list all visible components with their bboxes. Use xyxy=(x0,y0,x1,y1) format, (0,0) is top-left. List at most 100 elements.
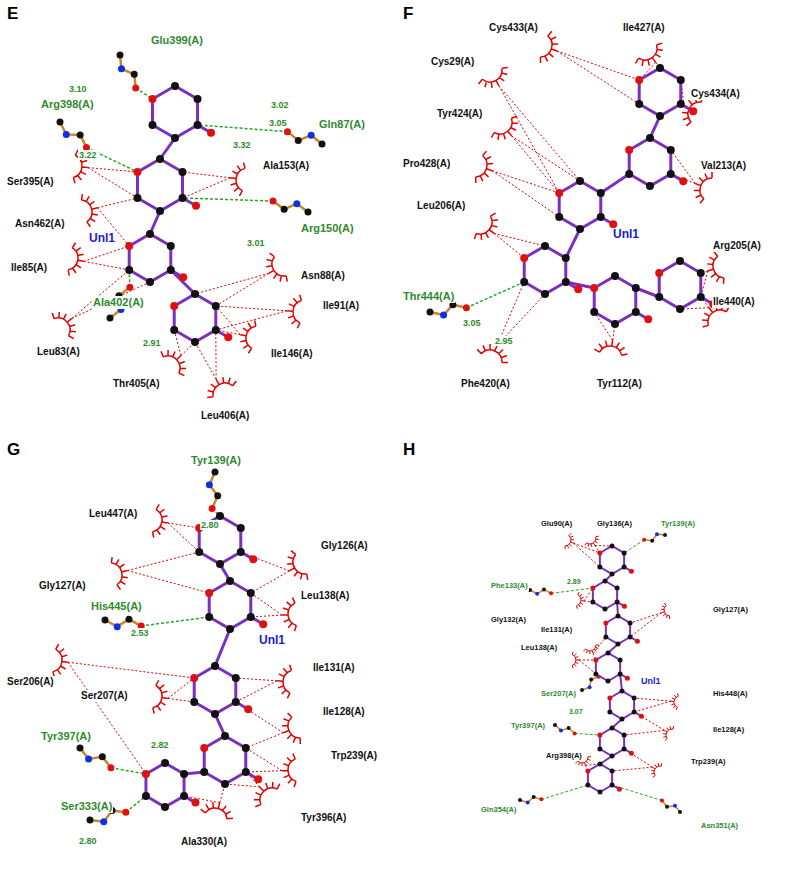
hydrophobic-contact xyxy=(494,233,545,246)
ligand-atom xyxy=(622,551,627,556)
ligand-atom xyxy=(697,269,705,277)
hydrophobic-residue: Ile131(A) xyxy=(540,626,573,635)
hydrophobic-contact xyxy=(573,543,599,567)
hydrophobic-contact xyxy=(72,270,129,318)
ligand-ring xyxy=(204,736,246,784)
hydrophobic-contact xyxy=(84,261,130,270)
hydrophobic-eyelash xyxy=(111,557,127,589)
ligand-atom xyxy=(603,635,608,640)
bond-distance: 2.80 xyxy=(200,520,220,530)
hbond-residue: Tyr139(A) xyxy=(660,520,696,529)
residue-atom xyxy=(463,304,470,311)
ligand-ring xyxy=(209,581,251,629)
ligand-atom xyxy=(639,714,644,719)
hydrophobic-contact xyxy=(499,86,559,193)
hydrophobic-residue: Ala153(A) xyxy=(262,160,310,172)
bond-distance: 2.53 xyxy=(130,628,150,638)
interaction-lines xyxy=(68,51,709,812)
hydrophobic-residue: Ile91(A) xyxy=(322,300,360,312)
hydrophobic-eyelash xyxy=(661,603,670,619)
hydrophobic-eyelash xyxy=(572,652,579,669)
ligand-atom xyxy=(161,759,169,767)
ligand-atom xyxy=(655,293,663,301)
ligand-atom xyxy=(207,129,215,137)
hbond-residue: Phe133(A) xyxy=(490,582,529,591)
ligand-atom xyxy=(597,213,605,221)
hydrophobic-residue: Gly126(A) xyxy=(320,540,369,552)
residue-atom xyxy=(308,132,315,139)
residue-atom xyxy=(305,209,312,216)
hydrophobic-residue: Ile427(A) xyxy=(622,22,666,34)
ligand-atom xyxy=(625,146,633,154)
hydrophobic-eyelash xyxy=(707,252,724,284)
bond-distance: 3.01 xyxy=(246,238,266,248)
ligand-atom xyxy=(607,696,612,701)
ligand-ring xyxy=(152,86,197,138)
ligand-atom xyxy=(606,679,611,684)
ligand-atom xyxy=(259,620,267,628)
ligand-atom xyxy=(632,284,640,292)
residue-atom xyxy=(214,492,221,499)
residue-chain xyxy=(520,797,541,802)
residue-atom xyxy=(284,128,291,135)
hydrophobic-contact xyxy=(241,552,290,571)
ligand-atom xyxy=(615,600,620,605)
residue-atom xyxy=(588,685,592,689)
hydrophobic-residue: Thr405(A) xyxy=(112,378,161,390)
ligand-atom xyxy=(212,326,220,334)
ligand-atom xyxy=(191,290,199,298)
hydrophobic-contact xyxy=(573,543,599,553)
ligand-ring xyxy=(600,728,624,756)
ligand-atom xyxy=(146,230,154,238)
hydrophobic-contact xyxy=(168,678,194,698)
hydrophobic-contact xyxy=(624,730,664,735)
residue-atom xyxy=(655,532,659,536)
ligand-atom xyxy=(597,565,602,570)
ligand-label: Unl1 xyxy=(88,232,116,246)
hydrophobic-eyelash xyxy=(651,763,662,777)
hydrophobic-contact xyxy=(127,552,199,571)
hydrophobic-residue: Leu447(A) xyxy=(88,508,138,520)
hydrogen-bond xyxy=(111,768,146,774)
ligand-atom xyxy=(232,674,240,682)
ligand-ring xyxy=(659,261,701,309)
hbond-residue: Tyr139(A) xyxy=(190,454,242,467)
residue-atom xyxy=(269,198,276,205)
hydrophobic-contact xyxy=(216,273,269,306)
residue-atom xyxy=(85,755,92,762)
hydrophobic-residue: Leu138(A) xyxy=(520,644,558,653)
ligand-atom xyxy=(216,512,224,520)
panel-letter: G xyxy=(6,440,21,460)
bond-distance: 3.05 xyxy=(462,318,482,328)
hbond-residue: Glu399(A) xyxy=(150,34,204,47)
hydrophobic-eyelash xyxy=(694,172,712,203)
ligand-bond xyxy=(215,629,230,666)
ligand-label: Unl1 xyxy=(612,228,640,242)
hydrophobic-contact xyxy=(215,330,216,379)
hydrogen-bond xyxy=(183,198,273,201)
ligand-atom xyxy=(242,744,250,752)
residue-atom xyxy=(125,616,132,623)
hydrophobic-contact xyxy=(84,246,130,261)
residue-atom xyxy=(212,469,219,476)
ligand-atom xyxy=(597,733,602,738)
residue-atom xyxy=(553,723,557,727)
hydrophobic-contact xyxy=(612,767,652,771)
hydrophobic-residue: Cys434(A) xyxy=(690,88,741,100)
hydrophobic-contact xyxy=(88,168,138,172)
bond-distance: 3.10 xyxy=(68,84,88,94)
hydrophobic-contact xyxy=(72,282,150,318)
ligand-atom xyxy=(541,290,549,298)
hydrophobic-residue: Arg398(A) xyxy=(545,752,583,761)
hydrophobic-contact xyxy=(557,51,639,104)
residue-atom xyxy=(660,799,664,803)
hydrophobic-eyelash xyxy=(476,151,493,183)
ligand-atom xyxy=(607,710,612,715)
ligand-atom xyxy=(195,548,203,556)
ligand-atom xyxy=(205,589,213,597)
hydrophobic-eyelash xyxy=(254,782,280,807)
hydrophobic-contact xyxy=(68,662,146,774)
ligand-atom xyxy=(179,194,187,202)
hydrophobic-contact xyxy=(634,701,671,712)
hydrophobic-contact xyxy=(251,593,282,615)
